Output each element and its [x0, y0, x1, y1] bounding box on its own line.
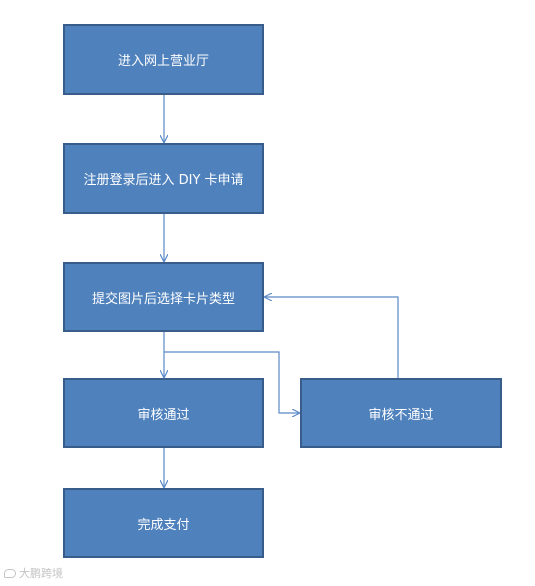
node-submit-image: 提交图片后选择卡片类型	[63, 262, 264, 332]
node-review-pass: 审核通过	[63, 378, 264, 448]
node-complete-payment: 完成支付	[63, 488, 264, 558]
edge-submit-to-fail	[164, 351, 299, 413]
node-label: 完成支付	[137, 517, 190, 533]
node-label: 审核不通过	[368, 407, 434, 423]
chat-bubble-icon	[4, 568, 16, 578]
node-review-fail: 审核不通过	[300, 378, 502, 448]
node-label: 注册登录后进入 DIY 卡申请	[83, 173, 244, 188]
watermark-text: 大鹏跨境	[19, 567, 63, 580]
watermark: 大鹏跨境	[4, 565, 63, 581]
node-register-login: 注册登录后进入 DIY 卡申请	[63, 143, 264, 214]
node-label: 提交图片后选择卡片类型	[91, 291, 235, 307]
node-label: 进入网上营业厅	[117, 54, 209, 69]
edge-fail-back-to-submit	[265, 297, 399, 378]
node-label: 审核通过	[137, 407, 190, 423]
node-enter-online-hall: 进入网上营业厅	[63, 24, 264, 95]
